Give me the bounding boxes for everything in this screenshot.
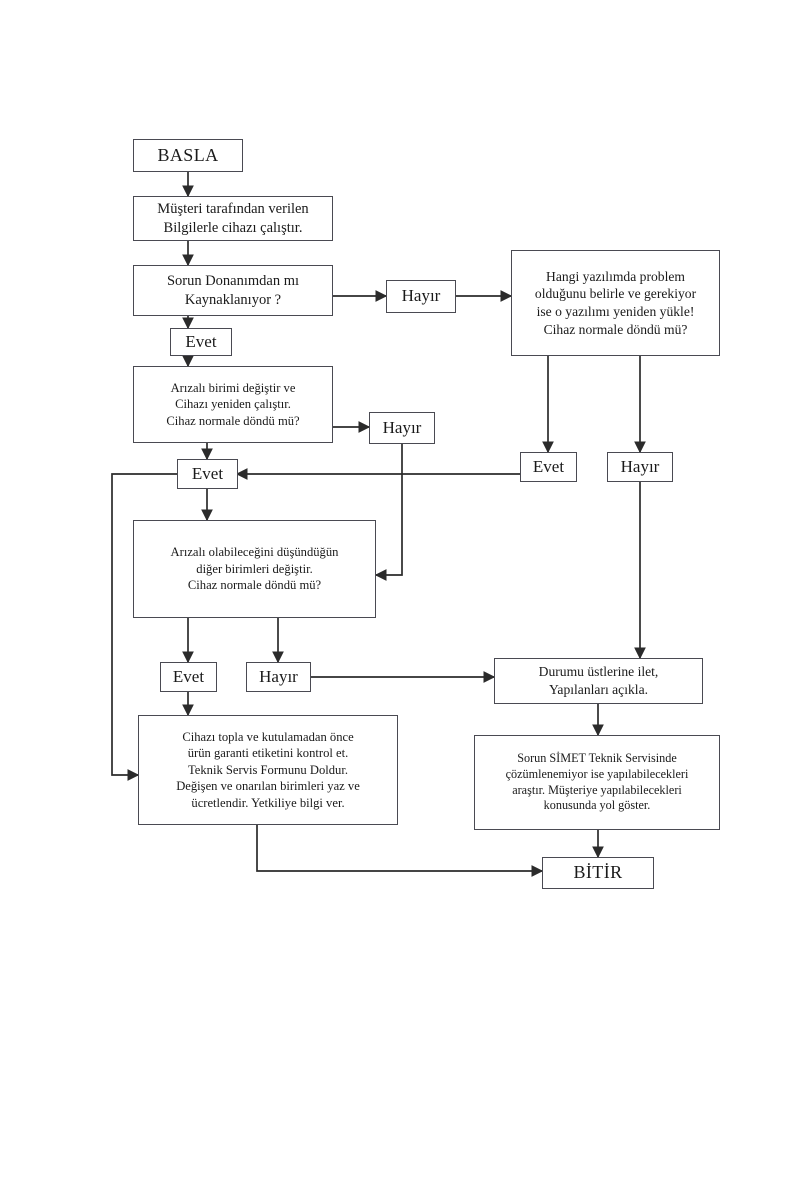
node-evet-4[interactable]: Evet xyxy=(160,662,217,692)
node-evet-3[interactable]: Evet xyxy=(520,452,577,482)
wire-topla-to-bitir xyxy=(256,825,544,877)
node-topla[interactable]: Cihazı topla ve kutulamadan önce ürün ga… xyxy=(138,715,398,825)
node-hayir-1-label: Hayır xyxy=(401,286,441,306)
wire-hayir2-to-arizali2 xyxy=(374,444,403,581)
node-hayir-3-label: Hayır xyxy=(620,456,660,476)
node-arizali-2[interactable]: Arızalı olabileceğini düşündüğün diğer b… xyxy=(133,520,376,618)
node-donanim-label: Sorun Donanımdan mı Kaynaklanıyor ? xyxy=(166,272,300,308)
node-evet-1-label: Evet xyxy=(185,331,217,351)
node-simet[interactable]: Sorun SİMET Teknik Servisinde çözümlenem… xyxy=(474,735,720,830)
node-durumu-label: Durumu üstlerine ilet, Yapılanları açıkl… xyxy=(538,664,659,697)
node-hayir-2[interactable]: Hayır xyxy=(369,412,435,444)
node-hayir-4-label: Hayır xyxy=(259,666,298,686)
node-arizali-1-label: Arızalı birimi değiştir ve Cihazı yenide… xyxy=(166,380,300,428)
node-yazilim-label: Hangi yazılımda problem olduğunu belirle… xyxy=(534,268,697,337)
node-evet-3-label: Evet xyxy=(532,456,565,476)
node-evet-1[interactable]: Evet xyxy=(170,328,232,356)
node-hayir-1[interactable]: Hayır xyxy=(386,280,456,313)
node-basla[interactable]: BASLA xyxy=(133,139,243,172)
node-hayir-3[interactable]: Hayır xyxy=(607,452,673,482)
node-calistir-label: Müşteri tarafından verilen Bilgilerle ci… xyxy=(157,200,309,236)
node-hayir-2-label: Hayır xyxy=(382,417,422,437)
node-bitir[interactable]: BİTİR xyxy=(542,857,654,889)
node-bitir-label: BİTİR xyxy=(573,862,623,883)
node-arizali-2-label: Arızalı olabileceğini düşündüğün diğer b… xyxy=(170,545,339,593)
node-durumu[interactable]: Durumu üstlerine ilet, Yapılanları açıkl… xyxy=(494,658,703,704)
node-yazilim[interactable]: Hangi yazılımda problem olduğunu belirle… xyxy=(511,250,720,356)
node-simet-label: Sorun SİMET Teknik Servisinde çözümlenem… xyxy=(505,750,689,813)
node-calistir[interactable]: Müşteri tarafından verilen Bilgilerle ci… xyxy=(133,196,333,241)
node-hayir-4[interactable]: Hayır xyxy=(246,662,311,692)
node-topla-label: Cihazı topla ve kutulamadan önce ürün ga… xyxy=(176,730,360,810)
node-donanim[interactable]: Sorun Donanımdan mı Kaynaklanıyor ? xyxy=(133,265,333,316)
node-arizali-1[interactable]: Arızalı birimi değiştir ve Cihazı yenide… xyxy=(133,366,333,443)
node-evet-2[interactable]: Evet xyxy=(177,459,238,489)
node-basla-label: BASLA xyxy=(157,144,219,165)
node-evet-4-label: Evet xyxy=(172,666,205,686)
node-evet-2-label: Evet xyxy=(191,463,224,483)
